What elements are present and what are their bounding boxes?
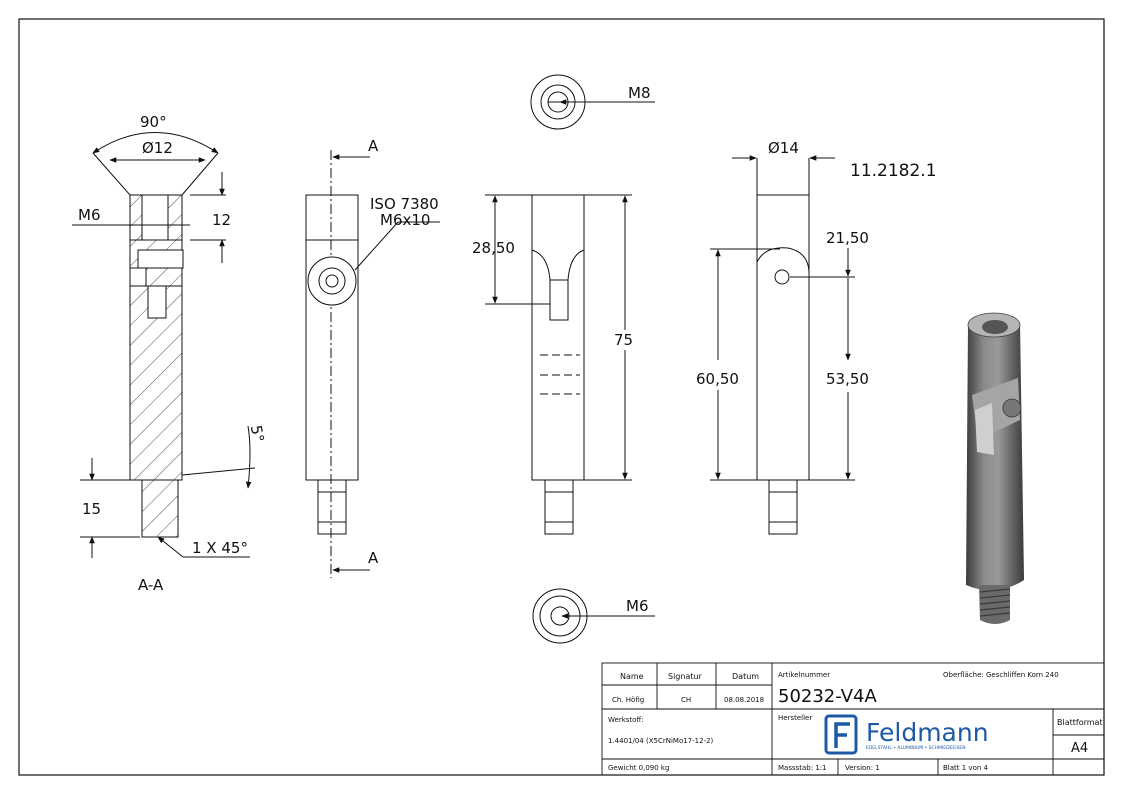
side-view bbox=[305, 150, 440, 578]
tb-header-signatur: Signatur bbox=[668, 672, 703, 681]
front-view bbox=[485, 194, 632, 535]
tb-blattformat-label: Blattformat bbox=[1057, 718, 1103, 727]
bottom-view bbox=[532, 588, 655, 644]
cut-marker-bottom: A bbox=[368, 549, 379, 567]
view-label-a-a: A-A bbox=[138, 576, 164, 594]
sheet-border bbox=[18, 18, 1105, 776]
tb-header-datum: Datum bbox=[732, 672, 759, 681]
cut-marker-top: A bbox=[368, 137, 379, 155]
chamfer-label: 1 X 45° bbox=[192, 539, 248, 557]
tb-blatt: Blatt 1 von 4 bbox=[943, 764, 989, 772]
tb-header-name: Name bbox=[620, 672, 644, 681]
height-15-label: 15 bbox=[82, 500, 101, 518]
tb-oberflaeche: Oberfläche: Geschliffen Korn 240 bbox=[943, 671, 1059, 679]
tb-version: Version: 1 bbox=[845, 764, 880, 772]
feldmann-logo: Feldmann EDELSTAHL • ALUMINIUM • SCHMIED… bbox=[824, 714, 989, 755]
tb-signatur: CH bbox=[681, 696, 691, 704]
tb-artikelnummer: 50232-V4A bbox=[778, 686, 877, 707]
part-code-label: 11.2182.1 bbox=[850, 161, 937, 181]
right-view bbox=[710, 155, 855, 535]
tb-hersteller-label: Hersteller bbox=[778, 714, 812, 722]
diameter-12-label: Ø12 bbox=[142, 139, 173, 157]
taper-5-label: 5° bbox=[247, 424, 268, 444]
total-height-label: 75 bbox=[614, 331, 633, 349]
right-height-label: 53,50 bbox=[826, 370, 869, 388]
tb-artikelnummer-label: Artikelnummer bbox=[778, 671, 830, 679]
isometric-part-render bbox=[966, 312, 1024, 624]
tb-werkstoff-value: 1.4401/04 (X5CrNiMo17-12-2) bbox=[608, 737, 714, 745]
tb-datum: 08.08.2018 bbox=[724, 696, 764, 704]
top-view bbox=[530, 74, 655, 130]
diameter-14-label: Ø14 bbox=[768, 139, 799, 157]
feldmann-tagline: EDELSTAHL • ALUMINIUM • SCHMIEDEEISEN bbox=[866, 745, 966, 751]
screw-spec-line1: ISO 7380 bbox=[370, 195, 439, 213]
tb-blattformat: A4 bbox=[1071, 741, 1088, 756]
thread-m6-label: M6 bbox=[78, 206, 101, 224]
depth-12-label: 12 bbox=[212, 211, 231, 229]
tb-werkstoff-label: Werkstoff: bbox=[608, 716, 644, 724]
feldmann-wordmark: Feldmann bbox=[866, 718, 989, 747]
tb-name: Ch. Höfig bbox=[612, 696, 644, 704]
top-thread-m8-label: M8 bbox=[628, 84, 651, 102]
tb-gewicht: Gewicht 0,090 kg bbox=[608, 764, 669, 772]
screw-spec-line2: M6x10 bbox=[380, 211, 430, 229]
slot-height-label: 28,50 bbox=[472, 239, 515, 257]
bottom-thread-m6-label: M6 bbox=[626, 597, 649, 615]
tb-massstab: Massstab: 1:1 bbox=[778, 764, 827, 772]
left-height-label: 60,50 bbox=[696, 370, 739, 388]
title-block bbox=[601, 662, 1105, 776]
section-view-a-a bbox=[72, 132, 256, 558]
angle-90-label: 90° bbox=[140, 113, 167, 131]
hole-offset-label: 21,50 bbox=[826, 229, 869, 247]
